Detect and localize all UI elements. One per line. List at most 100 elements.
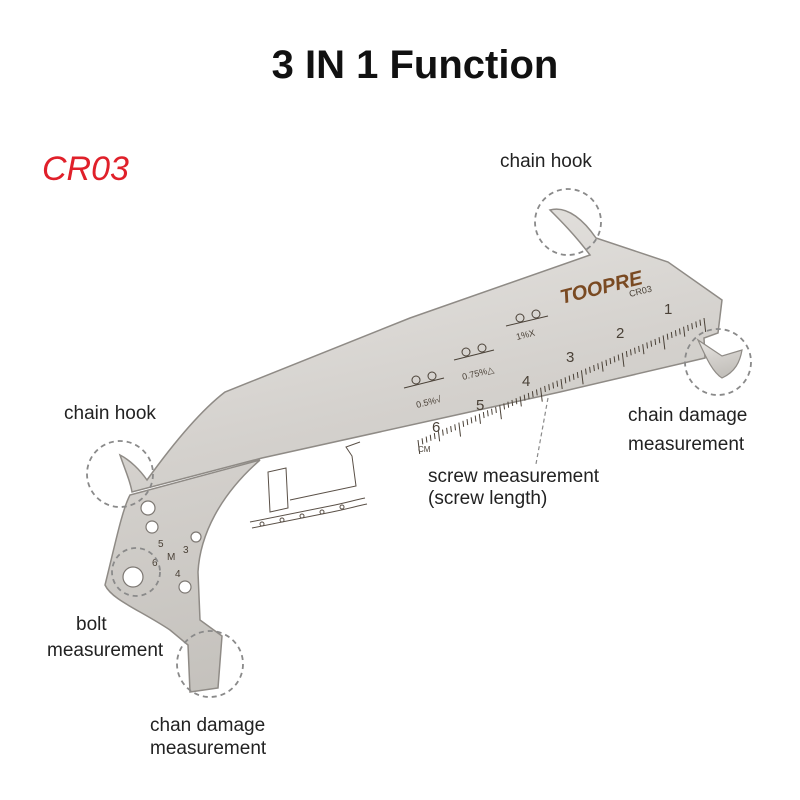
ruler-tick — [548, 384, 550, 391]
ruler-tick — [654, 338, 657, 345]
ruler-tick — [515, 398, 518, 405]
model-label: CR03 — [42, 150, 129, 188]
callout-chain-damage-bottom-line1: chan damage — [150, 715, 265, 736]
bolt-size-4: 4 — [175, 569, 181, 580]
callout-chain-hook-left: chain hook — [64, 403, 156, 424]
ruler-tick — [540, 387, 543, 402]
ruler-tick — [617, 354, 620, 361]
ruler-tick — [629, 349, 632, 356]
ruler-tick — [556, 380, 559, 387]
scale-number-6: 6 — [432, 419, 440, 436]
chain-checker-tool: 1 2 3 4 5 6 CM TOOPRE CR03 0.5%√ 0.75%△ — [104, 208, 743, 693]
ruler-tick — [531, 391, 534, 398]
ruler-tick — [621, 352, 625, 367]
ruler-tick — [670, 331, 673, 339]
ruler-tick — [666, 333, 669, 340]
bolt-size-6: 6 — [152, 558, 158, 569]
callout-circle-left-hook — [86, 440, 154, 508]
callout-circle-bolt — [111, 547, 161, 597]
callout-chain-damage-right-line1: chain damage — [628, 405, 747, 426]
callout-bolt-line1: bolt — [76, 614, 107, 635]
scale-number-5: 5 — [476, 397, 484, 414]
ruler-tick — [466, 419, 469, 426]
bolt-size-5: 5 — [158, 539, 164, 550]
ruler-tick — [683, 326, 686, 337]
ruler-tick — [560, 378, 563, 390]
ruler-tick — [503, 403, 506, 410]
ruler-tick — [482, 412, 485, 419]
ruler-tick — [695, 321, 698, 328]
bolt-size-3: 3 — [183, 545, 189, 556]
ruler-tick — [437, 431, 441, 442]
callout-screw-line2: (screw length) — [428, 488, 547, 509]
ruler-tick — [687, 324, 689, 332]
ruler-tick — [564, 377, 567, 384]
ruler-tick — [429, 434, 432, 441]
scale-number-1: 1 — [664, 301, 672, 318]
ruler-tick — [601, 361, 604, 372]
callout-bolt-line2: measurement — [47, 640, 164, 661]
ruler-tick — [458, 422, 462, 437]
ruler-tick — [446, 427, 448, 434]
ruler-tick — [605, 359, 608, 366]
ruler-tick — [585, 368, 587, 375]
bolt-holes — [122, 500, 202, 594]
ruler-tick — [552, 382, 555, 389]
ruler-tick — [589, 366, 591, 373]
ruler-tick — [495, 406, 497, 413]
bolt-hole-3 — [190, 531, 202, 543]
ruler-tick — [625, 351, 628, 358]
scale-unit: CM — [418, 445, 431, 454]
ruler-scale — [417, 317, 707, 455]
callout-circle-top-hook — [534, 188, 602, 256]
ruler-tick — [634, 347, 636, 354]
ruler-tick — [462, 420, 465, 427]
ruler-tick — [613, 356, 616, 363]
scale-number-3: 3 — [566, 349, 574, 366]
ruler-tick — [421, 438, 424, 445]
bolt-hole-5 — [145, 520, 159, 534]
callout-chain-hook-top: chain hook — [500, 151, 592, 172]
ruler-tick — [699, 319, 702, 326]
ruler-tick — [650, 340, 653, 347]
ruler-tick — [658, 337, 661, 344]
wear-icon-0.5 — [403, 371, 445, 389]
right-damage-hook — [696, 338, 743, 379]
wear-icon-1 — [505, 309, 549, 327]
ruler-tick — [568, 375, 571, 382]
wear-mark-1: 1%X — [515, 328, 536, 342]
ruler-tick — [417, 439, 421, 455]
ruler-tick — [593, 364, 595, 372]
ruler-tick — [478, 413, 481, 424]
ruler-tick — [527, 392, 530, 400]
ruler-tick — [642, 344, 645, 355]
ruler-tick — [662, 335, 666, 350]
ruler-tick — [678, 328, 681, 335]
ruler-tick — [470, 417, 473, 424]
tool-body — [104, 208, 723, 693]
ruler-tick — [523, 394, 526, 401]
ruler-tick — [511, 399, 514, 406]
ruler-tick — [597, 363, 599, 370]
ruler-tick — [486, 410, 489, 417]
ruler-tick — [454, 424, 456, 431]
bolt-size-m: M — [167, 552, 175, 563]
bolt-hole-6 — [140, 500, 156, 516]
callout-circle-bottom-damage — [176, 630, 244, 698]
screw-leader-line — [535, 397, 549, 465]
ruler-tick — [474, 415, 477, 422]
wear-indicator-icons — [403, 309, 549, 389]
ruler-tick — [442, 429, 444, 436]
ruler-tick — [580, 370, 584, 385]
wear-icon-0.75 — [453, 343, 495, 361]
callout-circle-right-damage — [684, 328, 752, 396]
ruler-tick — [609, 358, 612, 365]
callout-chain-damage-right-line2: measurement — [628, 434, 745, 455]
chain-engraving-icon — [249, 441, 368, 529]
ruler-tick — [674, 330, 677, 337]
bolt-hole-large — [122, 566, 144, 588]
ruler-tick — [433, 432, 436, 440]
ruler-tick — [519, 396, 522, 407]
ruler-tick — [450, 425, 452, 433]
